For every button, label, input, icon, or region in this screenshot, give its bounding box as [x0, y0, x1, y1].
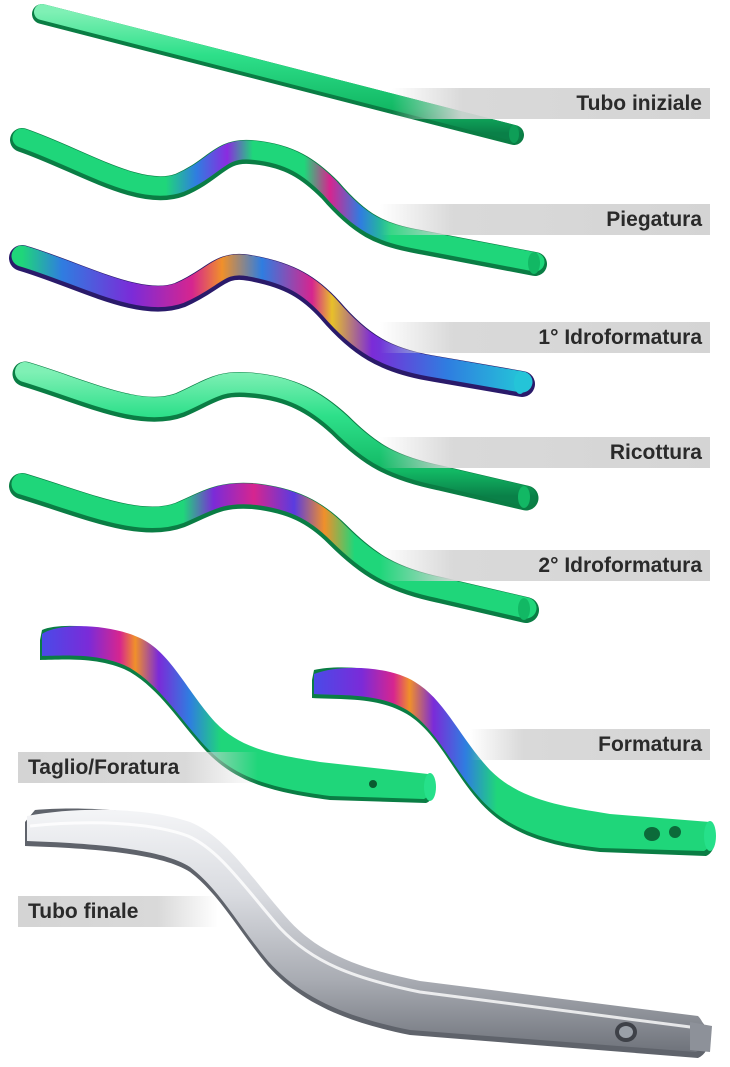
part-formed: [312, 667, 716, 856]
stage-label-cut-drill: Taglio/Foratura: [28, 752, 179, 783]
stage-label-hydroforming-2: 2° Idroformatura: [430, 550, 702, 581]
stage-label-final-tube: Tubo finale: [28, 896, 138, 927]
tube-initial: [42, 12, 519, 143]
final-tube: [25, 809, 712, 1058]
stage-label-hydroforming-1: 1° Idroformatura: [430, 322, 702, 353]
stage-label-bending: Piegatura: [430, 204, 702, 235]
stage-label-initial-tube: Tubo iniziale: [430, 88, 702, 119]
stage-label-annealing: Ricottura: [430, 437, 702, 468]
stage-label-forming: Formatura: [470, 729, 702, 760]
